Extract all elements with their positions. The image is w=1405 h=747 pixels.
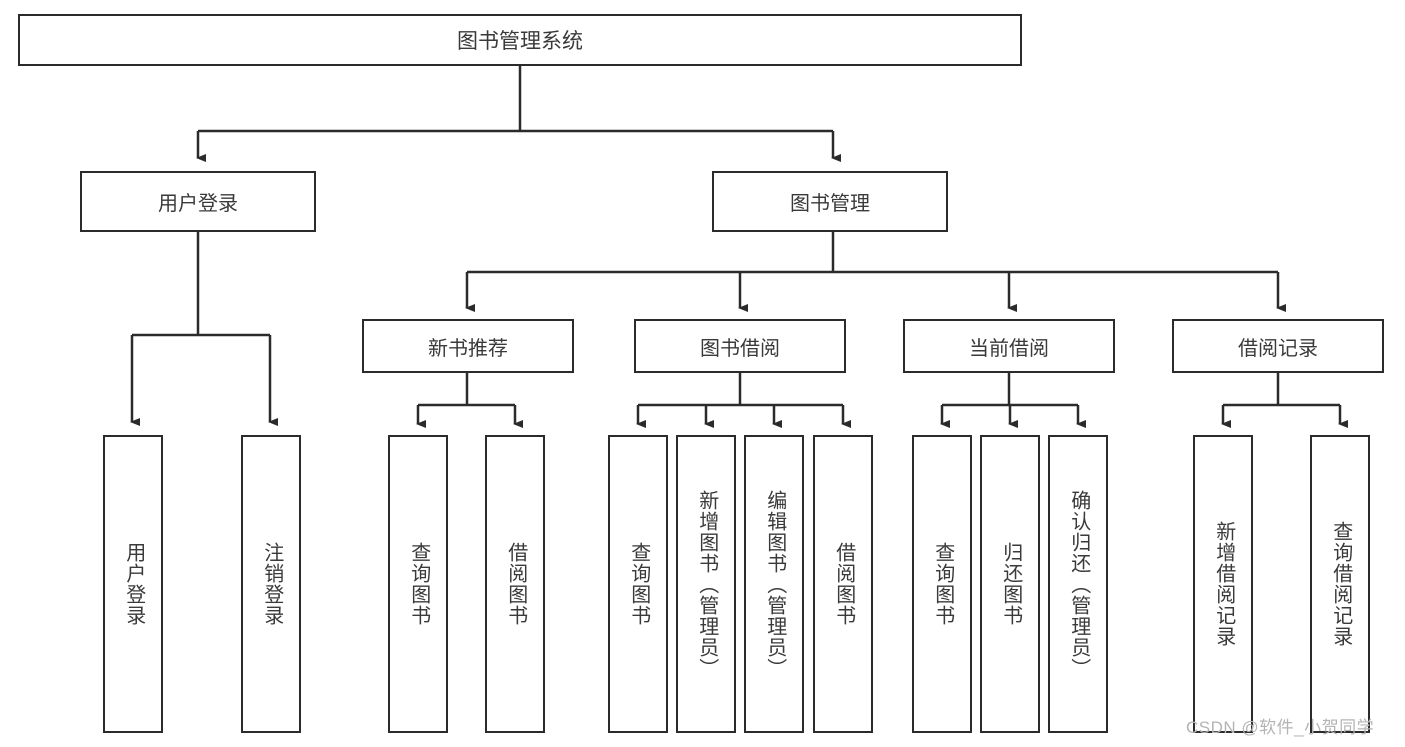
node-leaf-edit-book[interactable]: 编辑图书（管理员） xyxy=(744,435,804,733)
node-book-manage-label: 图书管理 xyxy=(790,193,870,215)
node-leaf-edit-book-label: 编辑图书（管理员） xyxy=(763,489,786,679)
node-current-borrow[interactable]: 当前借阅 xyxy=(903,319,1115,373)
node-new-book-recommend[interactable]: 新书推荐 xyxy=(362,319,574,373)
node-root-label: 图书管理系统 xyxy=(457,30,583,53)
node-leaf-query-record[interactable]: 查询借阅记录 xyxy=(1310,435,1370,733)
node-root[interactable]: 图书管理系统 xyxy=(18,14,1022,66)
node-leaf-borrow-book-2-label: 借阅图书 xyxy=(832,542,855,626)
node-leaf-add-book[interactable]: 新增图书（管理员） xyxy=(676,435,736,733)
node-new-book-recommend-label: 新书推荐 xyxy=(428,337,508,360)
node-user-login-label: 用户登录 xyxy=(158,193,238,215)
node-leaf-query-book-2-label: 查询图书 xyxy=(627,542,650,626)
node-borrow-record-label: 借阅记录 xyxy=(1238,337,1318,360)
node-leaf-borrow-book-1-label: 借阅图书 xyxy=(504,542,527,626)
node-leaf-user-login-label: 用户登录 xyxy=(122,542,145,626)
node-leaf-logout-label: 注销登录 xyxy=(260,542,283,626)
node-leaf-confirm-return-label: 确认归还（管理员） xyxy=(1067,489,1090,679)
node-leaf-query-book-3[interactable]: 查询图书 xyxy=(912,435,972,733)
node-leaf-borrow-book-2[interactable]: 借阅图书 xyxy=(813,435,873,733)
node-book-borrow-label: 图书借阅 xyxy=(700,337,780,360)
node-leaf-confirm-return[interactable]: 确认归还（管理员） xyxy=(1048,435,1108,733)
node-leaf-query-book-1[interactable]: 查询图书 xyxy=(388,435,448,733)
node-leaf-add-book-label: 新增图书（管理员） xyxy=(695,489,718,679)
node-leaf-query-book-3-label: 查询图书 xyxy=(931,542,954,626)
node-user-login[interactable]: 用户登录 xyxy=(80,171,316,232)
node-leaf-return-book[interactable]: 归还图书 xyxy=(980,435,1040,733)
node-leaf-borrow-book-1[interactable]: 借阅图书 xyxy=(485,435,545,733)
watermark-text: CSDN @软件_小贺同学 xyxy=(1186,718,1375,737)
node-leaf-query-book-1-label: 查询图书 xyxy=(407,542,430,626)
node-leaf-query-record-label: 查询借阅记录 xyxy=(1329,521,1352,647)
node-leaf-user-login[interactable]: 用户登录 xyxy=(103,435,163,733)
node-leaf-query-book-2[interactable]: 查询图书 xyxy=(608,435,668,733)
node-borrow-record[interactable]: 借阅记录 xyxy=(1172,319,1384,373)
node-leaf-return-book-label: 归还图书 xyxy=(999,542,1022,626)
node-current-borrow-label: 当前借阅 xyxy=(969,337,1049,360)
node-leaf-add-record[interactable]: 新增借阅记录 xyxy=(1193,435,1253,733)
node-book-manage[interactable]: 图书管理 xyxy=(712,171,948,232)
node-leaf-logout[interactable]: 注销登录 xyxy=(241,435,301,733)
node-book-borrow[interactable]: 图书借阅 xyxy=(634,319,846,373)
node-leaf-add-record-label: 新增借阅记录 xyxy=(1212,521,1235,647)
